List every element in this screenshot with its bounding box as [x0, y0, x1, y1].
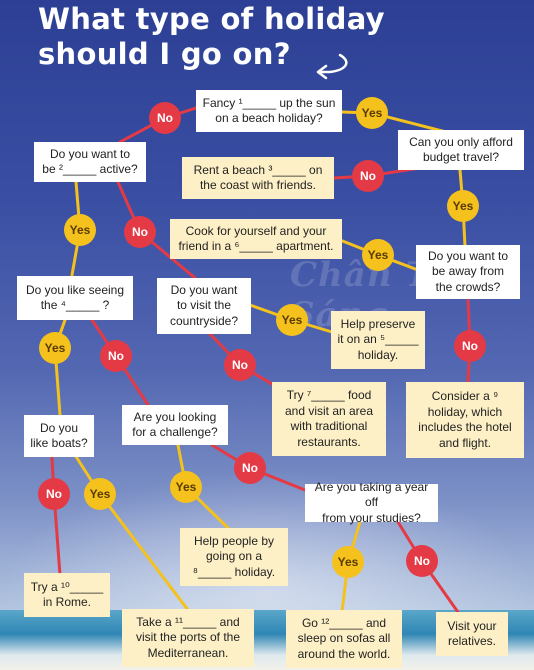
title-line-1: What type of holiday [38, 2, 385, 36]
no-badge-boats: No [38, 478, 70, 510]
no-badge-year-off: No [406, 545, 438, 577]
yes-badge-be-active: Yes [64, 214, 96, 246]
yes-badge-countryside: Yes [276, 304, 308, 336]
yes-badge-boats: Yes [84, 478, 116, 510]
no-badge-countryside: No [224, 349, 256, 381]
yes-badge-challenge: Yes [170, 471, 202, 503]
no-badge-seeing: No [100, 340, 132, 372]
title-arrow-icon [316, 53, 348, 80]
page-title: What type of holiday should I go on? [38, 2, 385, 72]
yes-badge-cook: Yes [362, 239, 394, 271]
no-badge-away: No [454, 330, 486, 362]
yes-badge-year-off: Yes [332, 546, 364, 578]
yes-badge-seeing: Yes [39, 332, 71, 364]
yes-badge-fancy: Yes [356, 97, 388, 129]
no-badge-challenge: No [234, 452, 266, 484]
yes-badge-budget: Yes [447, 190, 479, 222]
node-try-rome: Try a ¹⁰_____in Rome. [24, 573, 110, 617]
connector-yes-take [98, 492, 190, 612]
no-badge-fancy: No [149, 102, 181, 134]
no-badge-rent: No [352, 160, 384, 192]
title-line-2: should I go on? [38, 37, 291, 71]
no-badge-be-active: No [124, 216, 156, 248]
